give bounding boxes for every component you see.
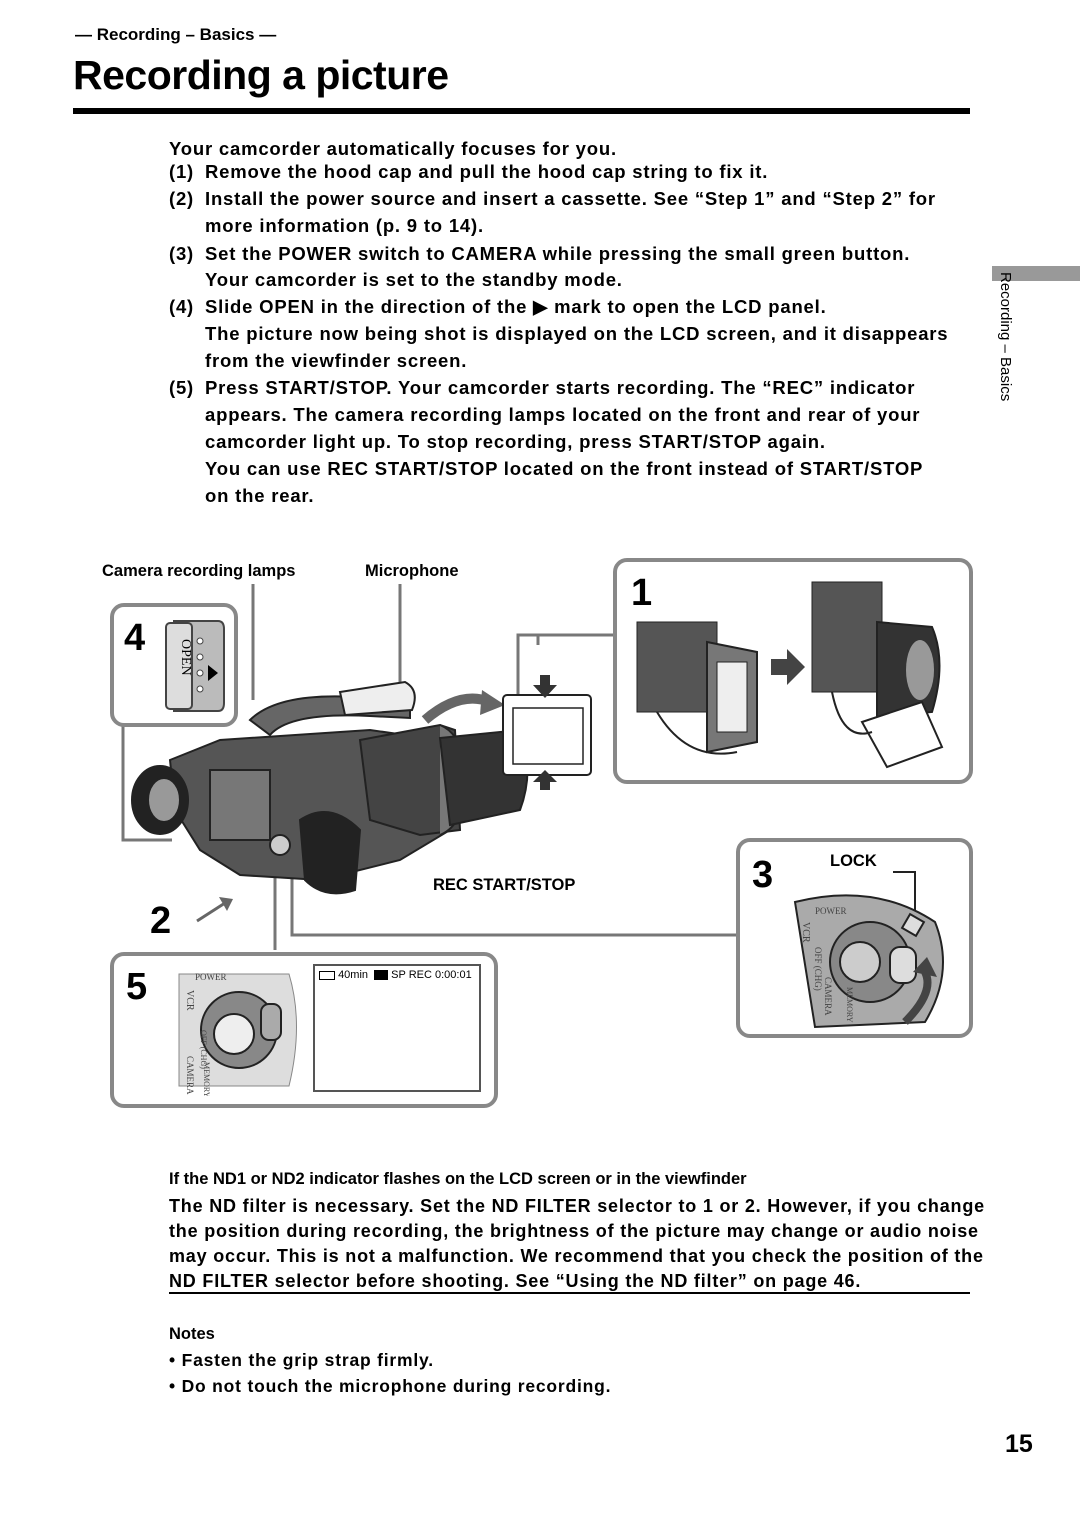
step-number-5: 5 bbox=[126, 966, 148, 1008]
nd-line: may occur. This is not a malfunction. We… bbox=[169, 1246, 984, 1266]
hood-cap-illustration bbox=[502, 675, 592, 790]
svg-text:CAMERA: CAMERA bbox=[185, 1056, 195, 1095]
step-text-continued: on the rear. bbox=[205, 485, 315, 506]
section-header: — Recording – Basics — bbox=[75, 25, 277, 44]
step-text: Install the power source and insert a ca… bbox=[205, 188, 936, 209]
nd-line: the position during recording, the brigh… bbox=[169, 1221, 979, 1241]
nd-body: The ND filter is necessary. Set the ND F… bbox=[169, 1194, 1080, 1294]
svg-text:CAMERA: CAMERA bbox=[823, 977, 833, 1016]
step-number-4: 4 bbox=[124, 617, 146, 659]
svg-text:MEMORY: MEMORY bbox=[202, 1062, 211, 1096]
lcd-timecode: 0:00:01 bbox=[435, 969, 472, 981]
step-text-continued: The picture now being shot is displayed … bbox=[205, 323, 949, 344]
battery-icon bbox=[319, 970, 335, 980]
label-microphone: Microphone bbox=[365, 562, 459, 580]
step-text: Set the POWER switch to CAMERA while pre… bbox=[205, 243, 911, 264]
step-text: Slide OPEN in the direction of the ▶ mar… bbox=[205, 296, 827, 317]
step-text: Remove the hood cap and pull the hood ca… bbox=[205, 161, 769, 182]
step-4: (4) Slide OPEN in the direction of the ▶ … bbox=[169, 293, 827, 320]
notes-divider bbox=[169, 1292, 970, 1294]
power-switch-illustration: POWER VCR OFF (CHG) CAMERA MEMORY bbox=[178, 972, 297, 1096]
title-rule bbox=[73, 108, 970, 114]
label-camera-recording-lamps: Camera recording lamps bbox=[102, 562, 296, 580]
step-number: (4) bbox=[169, 296, 195, 317]
lcd-rec-indicator: REC bbox=[408, 969, 432, 981]
page-number: 15 bbox=[1005, 1430, 1033, 1458]
svg-text:OFF (CHG): OFF (CHG) bbox=[813, 947, 823, 991]
step-text: Press START/STOP. Your camcorder starts … bbox=[205, 377, 916, 398]
step-1: (1) Remove the hood cap and pull the hood… bbox=[169, 158, 768, 185]
svg-text:MEMORY: MEMORY bbox=[845, 987, 854, 1023]
hood-cap-attach-illustration bbox=[636, 621, 758, 755]
nd-line: The ND filter is necessary. Set the ND F… bbox=[169, 1196, 985, 1216]
lcd-battery-time: 40min bbox=[338, 969, 369, 981]
side-tab bbox=[992, 266, 1080, 281]
note-item: • Do not touch the microphone during rec… bbox=[169, 1376, 612, 1396]
step-text-continued: appears. The camera recording lamps loca… bbox=[205, 404, 921, 425]
step-number: (1) bbox=[169, 161, 195, 182]
notes-heading: Notes bbox=[169, 1325, 215, 1343]
step-number: (3) bbox=[169, 243, 195, 264]
lcd-status-bar: 40min SP REC 0:00:01 bbox=[319, 969, 472, 981]
svg-text:POWER: POWER bbox=[195, 972, 227, 982]
svg-text:Recording – Basics: Recording – Basics bbox=[997, 272, 1014, 401]
frame-step-1: 1 bbox=[613, 558, 973, 784]
step-2: (2) Install the power source and insert a… bbox=[169, 185, 936, 212]
arrow-right-icon bbox=[771, 649, 805, 685]
page-title: Recording a picture bbox=[73, 52, 449, 98]
step-5: (5) Press START/STOP. Your camcorder star… bbox=[169, 374, 915, 401]
frame-step-4: 4 OPEN bbox=[110, 603, 238, 727]
step-text-continued: You can use REC START/STOP located on th… bbox=[205, 458, 924, 479]
svg-text:VCR: VCR bbox=[184, 990, 195, 1011]
pointer-arrow-icon bbox=[196, 897, 233, 923]
step-text-continued: camcorder light up. To stop recording, p… bbox=[205, 431, 826, 452]
frame-step-5: 5 POWER VCR OFF (CHG) CAMERA MEMORY 40mi… bbox=[110, 952, 498, 1108]
step-number: (5) bbox=[169, 377, 195, 398]
label-lock: LOCK bbox=[830, 852, 877, 870]
step-text-continued: from the viewfinder screen. bbox=[205, 350, 468, 371]
cassette-icon bbox=[374, 970, 389, 981]
step-text-continued: Your camcorder is set to the standby mod… bbox=[205, 269, 623, 290]
step-text-continued: more information (p. 9 to 14). bbox=[205, 215, 484, 236]
intro-text: Your camcorder automatically focuses for… bbox=[169, 138, 617, 159]
open-slider-icon: OPEN bbox=[165, 620, 225, 712]
note-item: • Fasten the grip strap firmly. bbox=[169, 1350, 434, 1370]
step-number: (2) bbox=[169, 188, 195, 209]
svg-text:VCR: VCR bbox=[800, 922, 811, 943]
label-rec-start-stop: REC START/STOP bbox=[433, 876, 576, 894]
nd-heading: If the ND1 or ND2 indicator flashes on t… bbox=[169, 1170, 747, 1188]
power-switch-lock-illustration: POWER VCR OFF (CHG) CAMERA MEMORY bbox=[793, 871, 944, 1029]
svg-text:OFF (CHG): OFF (CHG) bbox=[199, 1030, 208, 1069]
step-number-3: 3 bbox=[752, 854, 774, 896]
hood-cap-hanging-illustration bbox=[811, 581, 944, 769]
step-number-2: 2 bbox=[150, 900, 172, 942]
svg-text:OPEN: OPEN bbox=[178, 639, 193, 676]
lcd-screen: 40min SP REC 0:00:01 bbox=[313, 964, 481, 1092]
step-3: (3) Set the POWER switch to CAMERA while … bbox=[169, 240, 910, 267]
frame-step-3: 3 LOCK POWER VCR OFF (CHG) CAMERA MEMORY bbox=[736, 838, 973, 1038]
svg-text:POWER: POWER bbox=[815, 906, 847, 916]
step-number-1: 1 bbox=[631, 572, 653, 614]
lcd-tape-speed: SP bbox=[391, 969, 406, 981]
nd-line: ND FILTER selector before shooting. See … bbox=[169, 1271, 862, 1291]
side-tab-label: Recording – Basics bbox=[997, 272, 1014, 401]
